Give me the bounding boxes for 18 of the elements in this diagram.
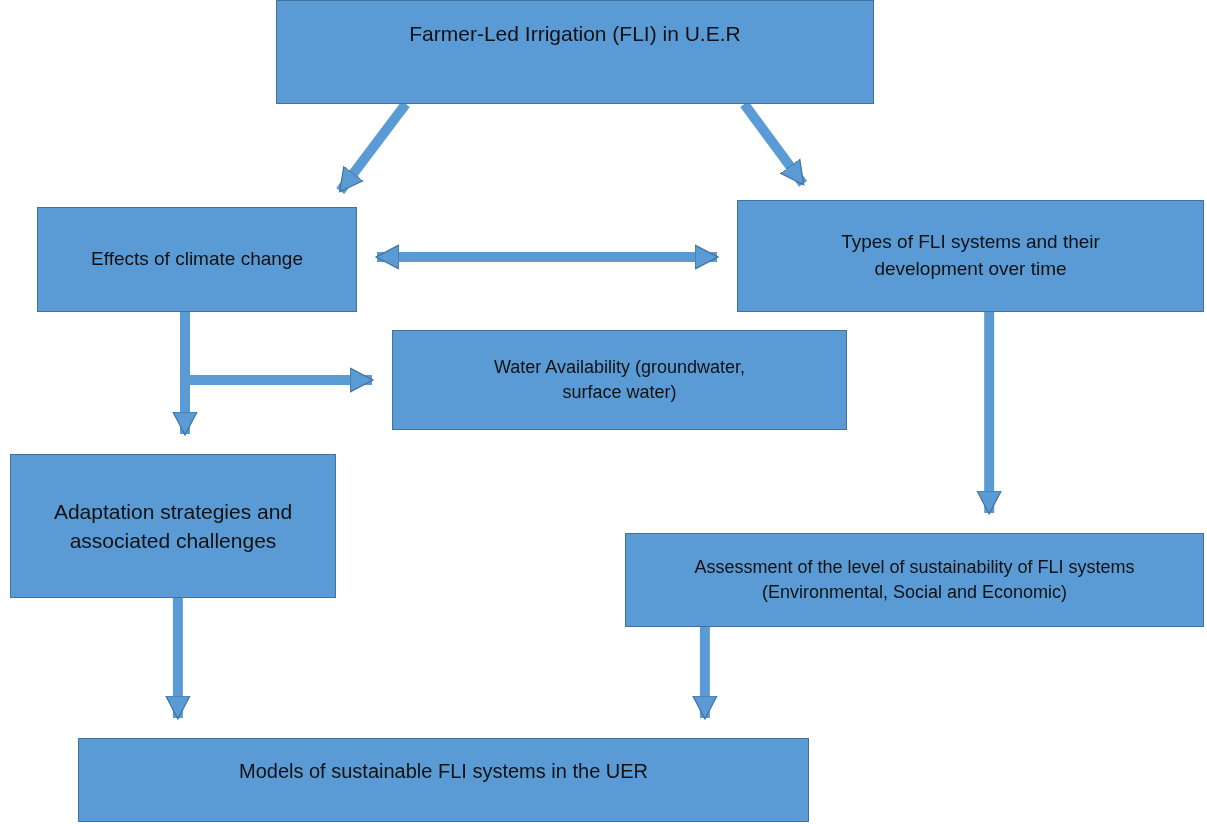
arrow xyxy=(375,244,719,270)
process-box xyxy=(37,207,357,312)
process-box xyxy=(78,738,809,822)
box-label: Assessment of the level of sustainability of FLI systems (Environmental, Social and Economic) xyxy=(693,555,1136,604)
arrow xyxy=(976,312,1002,515)
process-box xyxy=(276,0,874,104)
box-label: Types of FLI systems and their development over time xyxy=(840,230,1101,281)
process-box xyxy=(392,330,847,430)
box-label: Models of sustainable FLI systems in the UER xyxy=(238,759,649,784)
box-label: Water Availability (groundwater, surface water) xyxy=(492,355,747,404)
box-label: Farmer-Led Irrigation (FLI) in U.E.R xyxy=(409,21,741,47)
arrow xyxy=(692,627,718,720)
arrow xyxy=(165,598,191,720)
process-box xyxy=(737,200,1204,312)
process-box xyxy=(625,533,1204,627)
box-label: Effects of climate change xyxy=(91,247,303,272)
box-label: Adaptation strategies and associated challenges xyxy=(52,498,294,554)
process-box xyxy=(10,454,336,598)
